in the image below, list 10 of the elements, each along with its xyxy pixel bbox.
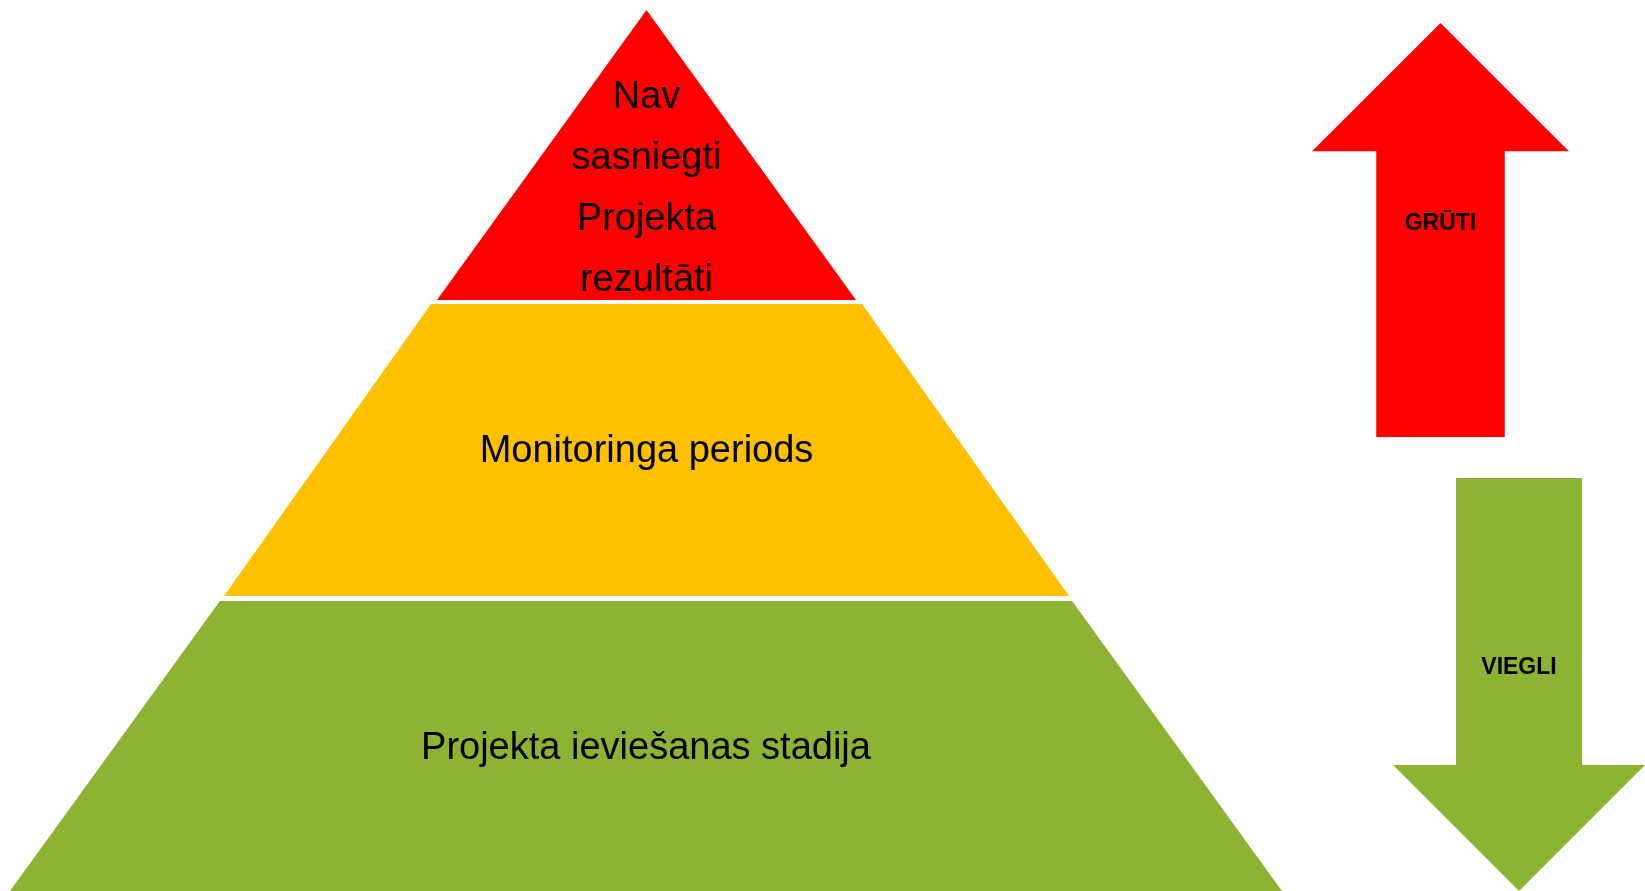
tier-label: Monitoringa periods <box>478 427 815 472</box>
down-block-arrow <box>1393 478 1645 891</box>
arrow-label: VIEGLI <box>1480 652 1558 680</box>
pyramid-top-tier <box>437 10 856 300</box>
pyramid-middle-tier <box>224 304 1069 596</box>
arrow-label: GRŪTI <box>1403 208 1478 236</box>
up-block-arrow <box>1312 23 1569 437</box>
tier-label: Nav sasniegti Projekta rezultāti <box>570 73 723 301</box>
pyramid-bottom-tier <box>10 601 1282 891</box>
tier-label: Projekta ieviešanas stadija <box>420 724 872 769</box>
